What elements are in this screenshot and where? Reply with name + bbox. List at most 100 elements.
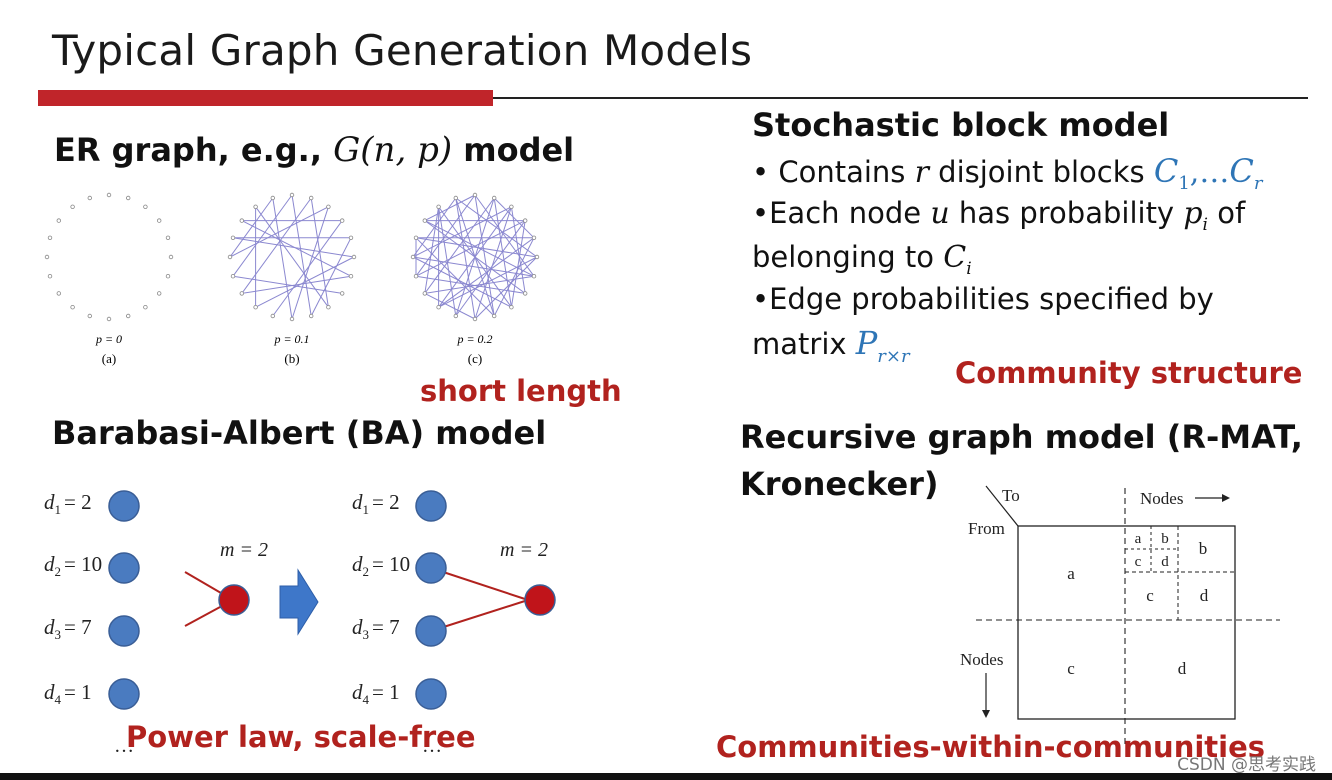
sbm-bullet-2-cont: belonging to Ci — [752, 240, 972, 279]
er-b-edge — [272, 197, 293, 320]
er-b-node — [230, 235, 236, 240]
sbm-bullet-1: • Contains r disjoint blocks C1,…Cr — [752, 152, 1263, 194]
sbm-tag: Community structure — [955, 356, 1303, 390]
er-b-edge — [310, 197, 329, 308]
er-graph-a — [44, 192, 174, 322]
ba-ellipsis-right: … — [422, 735, 442, 757]
rmat-cell-a: a — [1067, 564, 1075, 583]
er-a-node — [143, 204, 148, 209]
er-b-node — [309, 313, 314, 319]
ba-left-node-3 — [108, 615, 140, 647]
er-a-node — [156, 218, 162, 223]
er-c-edge — [455, 197, 476, 320]
title-divider — [493, 97, 1308, 99]
er-c-node — [531, 235, 537, 240]
er-c-edge — [474, 256, 538, 320]
er-a-node — [47, 273, 53, 279]
ba-left-d3: d3= 7 — [44, 615, 92, 642]
er-c-node — [472, 192, 478, 198]
rmat-cell-d: d — [1178, 659, 1187, 678]
er-c-edge — [438, 206, 457, 317]
er-b-edge — [232, 237, 355, 258]
ba-ellipsis-left: … — [114, 735, 134, 757]
er-c-edge — [474, 194, 535, 277]
ba-right-edge-1 — [430, 567, 529, 601]
er-a-node — [87, 195, 92, 201]
er-p-label-c: p = 0.2 — [456, 332, 492, 346]
er-a-node — [143, 304, 148, 310]
rmat-nodes-left-label: Nodes — [960, 650, 1003, 669]
ba-right-node-4 — [415, 678, 447, 710]
er-graph-panels: p = 0 (a) p = 0.1 (b) p = 0.2 (c) — [44, 192, 540, 366]
er-a-node — [165, 273, 171, 279]
er-c-node — [531, 273, 537, 279]
er-c-node — [453, 313, 458, 319]
er-a-node — [168, 254, 174, 260]
er-c-node — [534, 254, 540, 260]
page-title: Typical Graph Generation Models — [52, 26, 753, 75]
er-a-node — [156, 291, 162, 296]
ba-right-d1: d1= 2 — [352, 490, 400, 517]
er-b-node — [230, 273, 236, 279]
er-b-edge — [232, 194, 293, 277]
er-b-node — [351, 254, 357, 260]
er-caption-a: (a) — [102, 351, 116, 366]
rmat-to-label: To — [1002, 486, 1020, 505]
er-c-edge — [424, 194, 476, 222]
er-c-edge — [415, 237, 495, 317]
er-c-node — [436, 304, 441, 310]
er-b-edge — [255, 256, 355, 308]
rmat-heading: Recursive graph model (R-MAT, Kronecker) — [740, 414, 1303, 508]
er-b-node — [239, 291, 244, 296]
er-a-node — [125, 313, 131, 319]
rmat-cell-b: b — [1199, 539, 1208, 558]
er-c-edge — [412, 256, 535, 277]
er-c-edge — [415, 237, 538, 258]
er-c-node — [492, 313, 497, 319]
er-heading: ER graph, e.g., G(n, p) model — [54, 130, 574, 170]
er-c-edge — [415, 220, 526, 277]
ba-right-new-node — [524, 584, 556, 616]
watermark: CSDN @思考实践 — [1177, 755, 1316, 775]
er-c-edge — [424, 292, 476, 320]
rmat-sub-cell-c: c — [1146, 586, 1154, 605]
er-a-node — [70, 304, 75, 310]
er-a-node — [106, 192, 112, 198]
ba-right-node-1 — [415, 490, 447, 522]
er-graph-c — [410, 192, 540, 322]
ba-right-edge-2 — [430, 599, 529, 632]
er-b-edge — [272, 220, 343, 317]
rmat-tiny-cell-b: b — [1161, 531, 1169, 547]
er-heading-math: G(n, p) — [333, 130, 453, 170]
rmat-matrix-frame — [1017, 525, 1236, 720]
ba-right-d4: d4= 1 — [352, 680, 400, 707]
er-c-node — [509, 304, 514, 310]
er-c-edge — [510, 206, 526, 294]
er-b-node — [340, 218, 345, 223]
er-c-node — [492, 195, 497, 201]
ba-left-d2: d2= 10 — [44, 552, 102, 579]
er-a-node — [47, 235, 53, 240]
rmat-tiny-cell-c: c — [1135, 554, 1142, 570]
sbm-heading: Stochastic block model — [752, 106, 1170, 144]
er-a-node — [87, 313, 92, 319]
er-c-edge — [424, 206, 440, 294]
ba-heading: Barabasi-Albert (BA) model — [52, 414, 547, 452]
er-b-node — [348, 273, 354, 279]
er-b-edge — [291, 206, 329, 320]
er-c-node — [472, 316, 478, 322]
er-b-node — [309, 195, 314, 201]
er-a-node — [165, 235, 171, 240]
ba-left-node-2 — [108, 552, 140, 584]
er-a-node — [106, 316, 112, 322]
er-b-edge — [291, 194, 312, 317]
ba-tag: Power law, scale-free — [126, 720, 476, 754]
er-c-edge — [493, 237, 535, 317]
er-c-node — [523, 291, 528, 296]
er-p-label-b: p = 0.1 — [273, 332, 309, 346]
ba-right-node-2 — [415, 552, 447, 584]
rmat-sub-cell-d: d — [1200, 586, 1209, 605]
er-heading-prefix: ER graph, e.g., — [54, 131, 334, 169]
rmat-matrix-diagram: To From Nodes Nodes a b c d c d a b c d — [960, 485, 1280, 744]
er-c-node — [410, 254, 416, 260]
